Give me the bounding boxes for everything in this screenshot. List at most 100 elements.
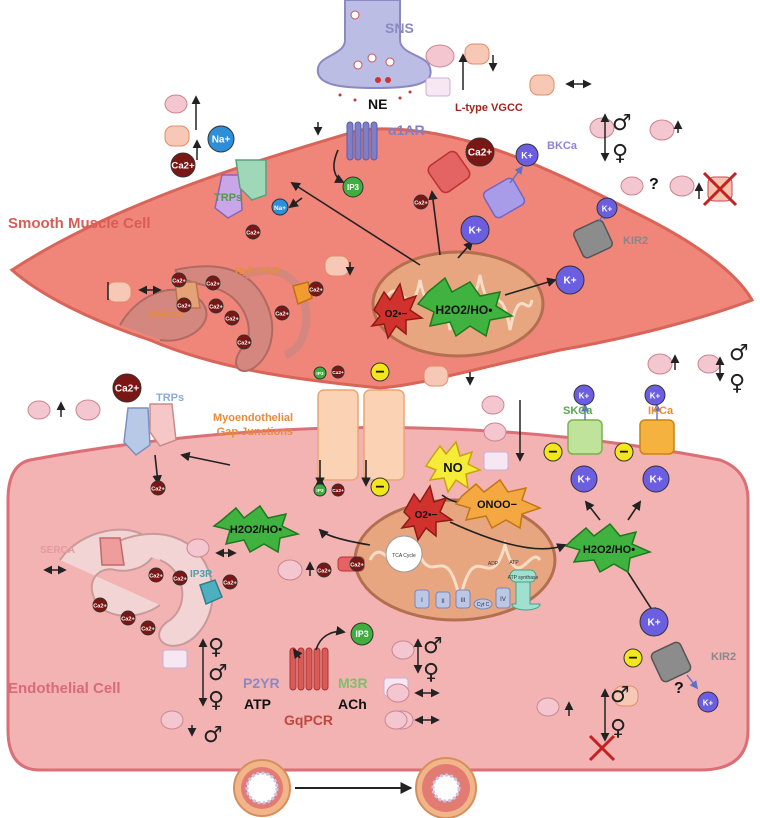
female-symbol: ♀ (612, 141, 628, 166)
ne-label: NE (368, 96, 388, 112)
question-mark-smc: ? (649, 176, 659, 193)
ip3-ion-marker: IP3 (342, 176, 364, 198)
svg-text:Ca2+: Ca2+ (93, 603, 107, 609)
h2o2-label-ec-left: H2O2/HO• (230, 524, 282, 536)
svg-text:K+: K+ (521, 151, 533, 161)
ca-ion-marker: Ca2+ (274, 305, 290, 321)
svg-text:Na+: Na+ (274, 205, 286, 212)
ca-ion-marker: Ca2+ (331, 365, 345, 379)
myoendothelial-label-text: Myoendothelial Gap Junctions (213, 412, 294, 438)
na-ion-marker: Na+ (207, 125, 235, 153)
ca-ion-marker: Ca2+ (245, 224, 261, 240)
svg-text:−: − (548, 444, 557, 461)
myoendothelial-gap-junctions (317, 389, 405, 481)
complex-ii-label: II (441, 599, 445, 605)
o2-star-ec (400, 484, 455, 542)
svg-text:IP3: IP3 (355, 629, 368, 639)
ca-ion-marker: Ca2+ (349, 556, 365, 572)
ach-label: ACh (338, 696, 367, 712)
ikca-label: IKCa (648, 405, 674, 417)
svg-text:Ca2+: Ca2+ (237, 340, 251, 346)
k-ion-marker: K+ (596, 197, 618, 219)
female-symbol: ♀ (729, 371, 745, 396)
ca-ion-marker: Ca2+ (112, 373, 142, 403)
cross-out-icon (702, 171, 738, 207)
no-burst (424, 440, 483, 494)
male-symbol: ♂ (423, 634, 443, 659)
alpha1ar-label: α1AR (388, 122, 425, 138)
onoo-label: ONOO− (477, 499, 517, 511)
ca-ion-marker: Ca2+ (171, 272, 187, 288)
smooth-muscle-cell-title: Smooth Muscle Cell (8, 215, 151, 232)
cyt-c-label: Cyt C (477, 602, 490, 608)
svg-text:IP3: IP3 (316, 371, 324, 377)
serca-label-smc: SERCA (148, 310, 184, 321)
minus-ion-marker: − (623, 648, 643, 668)
ca-ion-marker: Ca2+ (170, 152, 196, 178)
ec-er (59, 528, 214, 647)
ca-ion-marker: Ca2+ (150, 480, 166, 496)
kir2-channel-smc (573, 219, 613, 259)
ca-ion-marker: Ca2+ (176, 297, 192, 313)
k-ion-marker: K+ (573, 384, 595, 406)
ca-ion-marker: Ca2+ (92, 597, 108, 613)
svg-text:Ca2+: Ca2+ (171, 161, 195, 172)
artery-cross-section-remodeled (415, 757, 477, 818)
svg-text:Ca2+: Ca2+ (206, 281, 220, 287)
ca-ion-marker: Ca2+ (331, 483, 345, 497)
svg-text:K+: K+ (563, 276, 576, 287)
k-ion-marker: K+ (639, 607, 669, 637)
ion-markers: Na+ Ca2+ Na+ Ca2+ Ca2+ Ca2+ Ca2+ Ca2+ Ca2+ Ca2+ Ca… (92, 125, 719, 713)
svg-text:Ca2+: Ca2+ (332, 488, 344, 494)
o2-star-smc (370, 282, 425, 340)
ros-star-smc (416, 276, 515, 338)
sex-symbols: ♂ ♀ ♂ ♀ ♀ ♂ ♀ ♂ ♂ ♀ ♂ ♀ (203, 111, 749, 748)
svg-text:Ca2+: Ca2+ (149, 573, 163, 579)
ip3-ion-marker: IP3 (313, 483, 327, 497)
svg-text:Ca2+: Ca2+ (141, 626, 155, 632)
ca-ion-marker: Ca2+ (222, 574, 238, 590)
svg-text:IP3: IP3 (316, 488, 324, 494)
svg-text:−: − (628, 650, 637, 667)
female-symbol: ♀ (610, 716, 626, 741)
ikca-channel (639, 419, 675, 455)
bkca-label: BKCa (547, 140, 577, 152)
kir2-label-smc: KIR2 (623, 235, 649, 247)
gqpcr-label: GqPCR (284, 712, 333, 728)
ca-ion-marker: Ca2+ (208, 298, 224, 314)
l-type-vgcc-channel (427, 150, 471, 194)
svg-text:Ca2+: Ca2+ (173, 576, 187, 582)
kir2-label-ec: KIR2 (711, 651, 737, 663)
svg-text:Ca2+: Ca2+ (209, 304, 223, 310)
svg-text:Ca2+: Ca2+ (223, 580, 237, 586)
ca-ion-marker: Ca2+ (148, 567, 164, 583)
complex-i-label: I (421, 598, 423, 604)
svg-text:Na+: Na+ (212, 135, 231, 146)
serca-pump-ec (99, 537, 125, 566)
male-symbol: ♂ (203, 723, 223, 748)
atp-synthase (511, 579, 541, 611)
svg-text:Ca2+: Ca2+ (275, 311, 289, 317)
male-symbol: ♂ (729, 341, 749, 366)
no-label: NO (443, 460, 463, 475)
minus-ion-marker: − (614, 442, 634, 462)
k-ion-marker: K+ (644, 384, 666, 406)
question-mark-ec: ? (674, 680, 684, 697)
ca-ion-marker: Ca2+ (140, 620, 156, 636)
ros-star-ec-left (212, 504, 301, 554)
trp-channel-ec (123, 403, 177, 456)
atp-synthase-label: ATP synthase (508, 575, 539, 581)
sns-label: SNS (385, 20, 414, 36)
bkca-channel (482, 177, 526, 219)
svg-text:−: − (619, 444, 628, 461)
minus-ion-marker: − (370, 477, 390, 497)
organ-icons (27, 43, 738, 762)
skca-channel (567, 419, 603, 455)
signaling-arrows (152, 149, 658, 660)
male-symbol: ♂ (208, 661, 228, 686)
na-ion-marker: Na+ (271, 198, 289, 216)
svg-text:K+: K+ (577, 475, 590, 486)
ip3r-label-ec: IP3R (190, 569, 213, 580)
svg-text:K+: K+ (468, 226, 481, 237)
